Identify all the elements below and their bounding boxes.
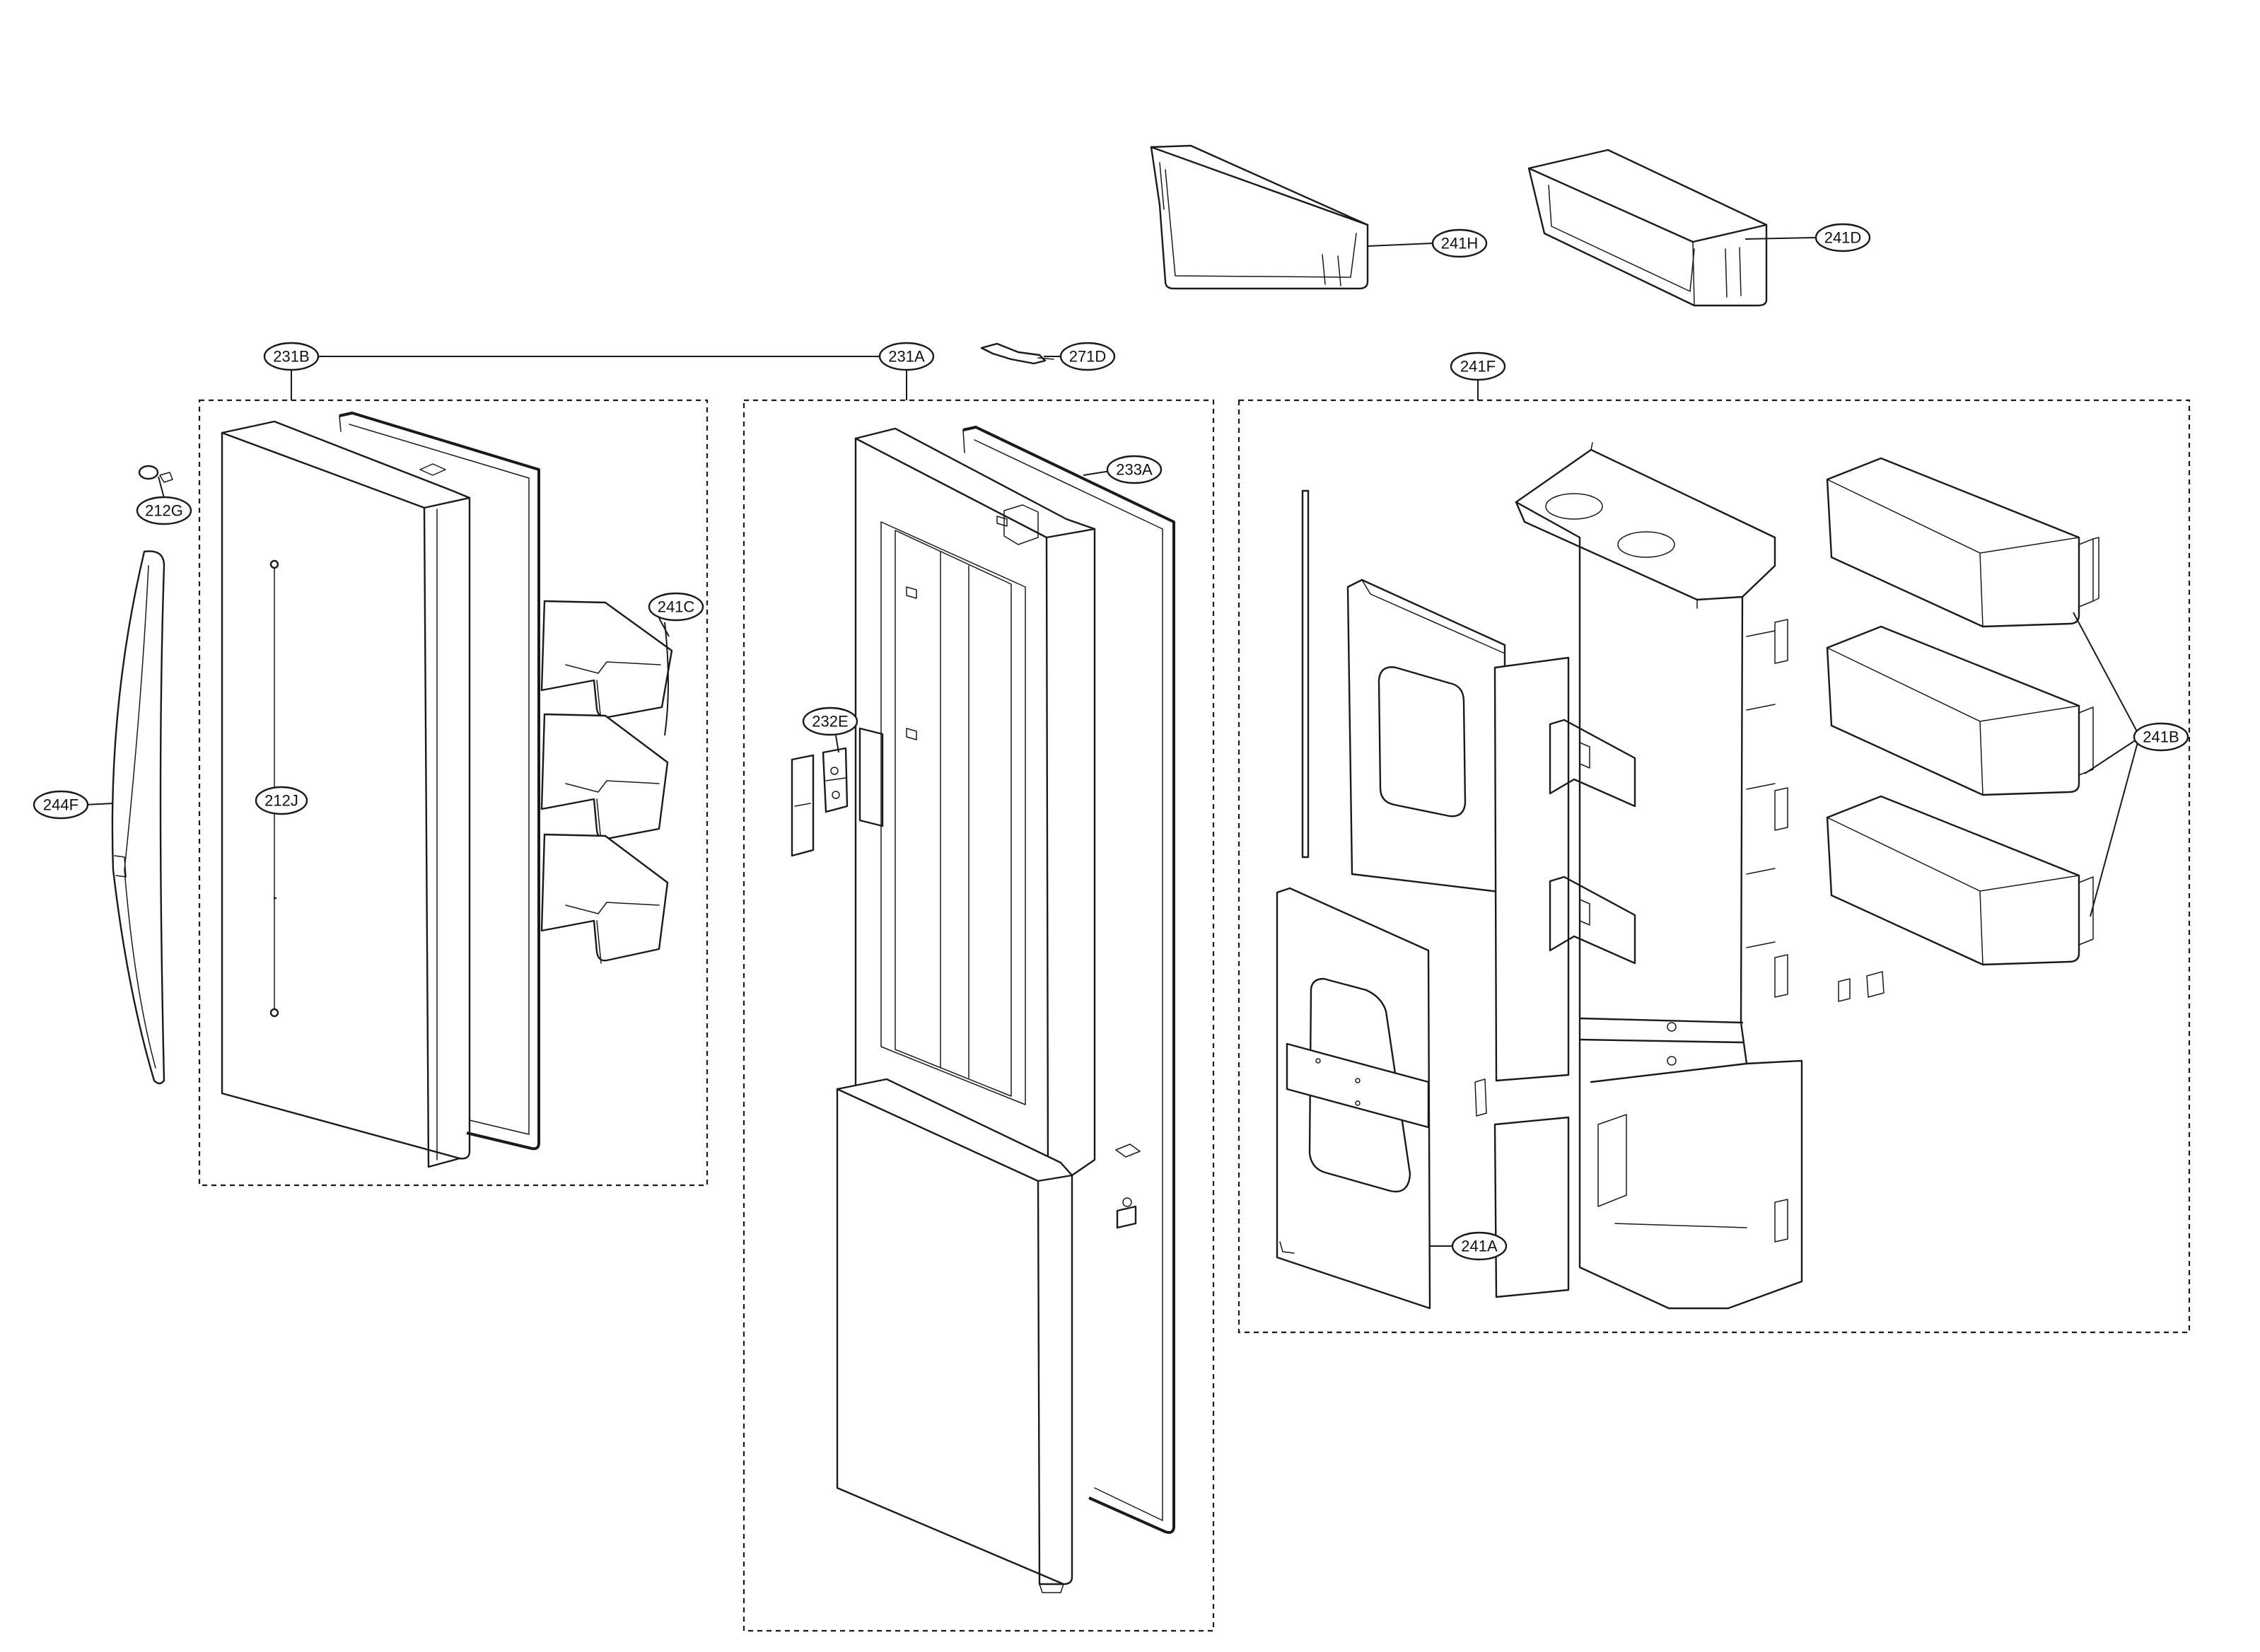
bin-241D [1527, 149, 1768, 307]
group-box-door-liner [1237, 399, 2191, 1334]
part-271D [980, 342, 1054, 365]
callout-241F: 241F [1450, 351, 1506, 381]
svg-text:212G: 212G [145, 502, 183, 520]
liner-lower-cover-241A [1276, 887, 1431, 1310]
callout-241H: 241H [1431, 228, 1488, 258]
svg-text:241B: 241B [2143, 728, 2179, 746]
svg-text:231A: 231A [888, 348, 925, 366]
callout-241C: 241C [648, 592, 704, 622]
liner-body [1515, 442, 1803, 1310]
svg-text:241A: 241A [1461, 1238, 1498, 1255]
liner-upper-cover [1346, 578, 1506, 894]
callout-244F: 244F [33, 790, 89, 820]
shelves-241C [540, 600, 673, 964]
callout-232E: 232E [802, 706, 858, 736]
callout-231B: 231B [263, 342, 320, 371]
bin-241H [1150, 144, 1369, 290]
group-box-center-door [742, 399, 1215, 1632]
svg-text:241F: 241F [1460, 358, 1496, 376]
left-door [221, 420, 471, 1168]
svg-text:232E: 232E [812, 713, 848, 731]
center-door-hinge-parts [1115, 1144, 1141, 1229]
svg-text:212J: 212J [264, 792, 298, 810]
callout-241A: 241A [1451, 1231, 1508, 1261]
left-gasket [339, 412, 540, 1151]
callout-241B: 241B [2133, 722, 2189, 752]
callout-241D: 241D [1815, 223, 1871, 252]
callout-271D: 271D [1059, 342, 1116, 371]
svg-text:233A: 233A [1116, 461, 1153, 479]
handle-244F [111, 550, 165, 1085]
bins-241B [1826, 457, 2099, 1002]
svg-text:231B: 231B [273, 348, 309, 366]
part-212G [138, 465, 173, 483]
callout-233A: 233A [1106, 455, 1163, 484]
svg-text:241D: 241D [1824, 229, 1862, 247]
svg-text:241H: 241H [1441, 235, 1479, 252]
svg-text:244F: 244F [43, 796, 78, 814]
group-box-left-door [198, 399, 709, 1187]
part-232E [791, 747, 849, 857]
center-gasket [962, 426, 1175, 1534]
svg-text:271D: 271D [1069, 348, 1107, 366]
callout-212G: 212G [136, 496, 192, 525]
callout-231A: 231A [878, 342, 935, 371]
svg-text:241C: 241C [658, 598, 695, 616]
liner-rod [1301, 489, 1310, 859]
center-door-frame [854, 427, 1096, 1177]
leader-lines [84, 237, 2139, 1247]
callout-212J: 212J [255, 786, 308, 815]
center-door-lower-panel [836, 1078, 1073, 1593]
